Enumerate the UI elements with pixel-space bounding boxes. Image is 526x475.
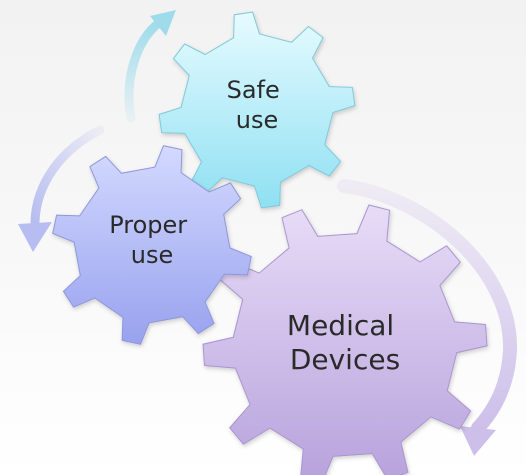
- arrow-to-proper: [18, 125, 105, 252]
- svg-text:Proper use: Proper use: [109, 211, 195, 269]
- svg-text:Medical Devices: Medical Devices: [287, 309, 403, 376]
- gear-safe-use: Safe use: [158, 11, 356, 209]
- gear-medical-line-1: Medical: [287, 309, 394, 342]
- gear-medical-shape: [202, 204, 488, 475]
- arrow-around-medical: [337, 179, 518, 456]
- gear-proper-line-2: use: [131, 241, 173, 269]
- gear-proper-line-1: Proper: [109, 211, 187, 239]
- gear-proper-use: Proper use: [52, 145, 252, 345]
- gear-safe-line-2: use: [236, 106, 278, 134]
- svg-text:Safe use: Safe use: [227, 76, 288, 134]
- gear-proper-shape: [52, 145, 252, 345]
- gear-safe-line-1: Safe: [227, 76, 280, 104]
- gear-medical-devices: Medical Devices: [202, 204, 488, 475]
- arrow-to-safe: [124, 10, 176, 123]
- gear-medical-line-2: Devices: [290, 343, 400, 376]
- gear-safe-shape: [158, 11, 356, 209]
